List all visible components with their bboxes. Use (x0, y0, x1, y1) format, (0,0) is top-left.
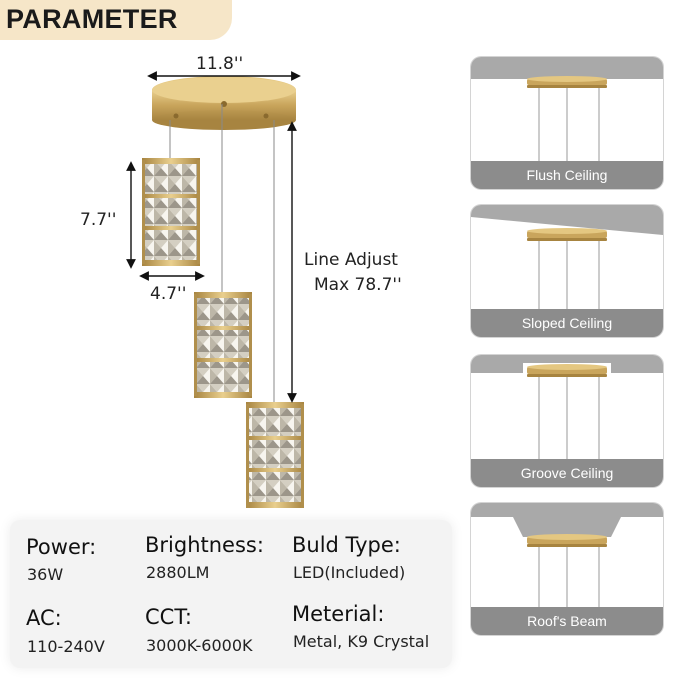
canopy-diameter-label: 11.8'' (196, 54, 244, 74)
ac-label: AC: (26, 606, 62, 630)
power-value: 36W (27, 565, 64, 584)
ceiling-panel-sloped: Sloped Ceiling (471, 205, 663, 337)
roof-beam-caption: Roof's Beam (471, 607, 663, 635)
groove-ceiling-caption: Groove Ceiling (471, 459, 663, 487)
ceiling-panel-flush: Flush Ceiling (471, 57, 663, 189)
brightness-value: 2880LM (146, 563, 210, 582)
power-label: Power: (26, 535, 97, 559)
parameter-banner: PARAMETER (0, 0, 232, 40)
bulb-type-value: LED(Included) (293, 563, 406, 582)
bulb-type-label: Buld Type: (292, 533, 401, 557)
ceiling-panel-groove: Groove Ceiling (471, 355, 663, 487)
roof-beam-icon (471, 503, 663, 607)
pendant-shade-1 (142, 158, 200, 266)
chandelier-illustration (126, 71, 304, 508)
cct-label: CCT: (145, 605, 192, 629)
sloped-ceiling-caption: Sloped Ceiling (471, 309, 663, 337)
flush-ceiling-caption: Flush Ceiling (471, 161, 663, 189)
shade-height-label: 7.7'' (80, 210, 117, 230)
line-adjust-label: Line Adjust (304, 250, 398, 270)
pendant-shade-2 (194, 292, 252, 398)
canopy (152, 76, 296, 130)
material-value: Metal, K9 Crystal (293, 632, 430, 651)
brightness-label: Brightness: (145, 533, 264, 557)
cct-value: 3000K-6000K (146, 636, 253, 655)
banner-title: PARAMETER (6, 4, 178, 34)
shade-width-label: 4.7'' (150, 284, 187, 304)
line-adjust-max-label: Max 78.7'' (314, 275, 402, 295)
groove-ceiling-icon (471, 355, 663, 459)
pendant-shade-3 (246, 402, 304, 508)
ceiling-panel-beam: Roof's Beam (471, 503, 663, 635)
flush-ceiling-icon (471, 57, 663, 161)
ac-value: 110-240V (27, 637, 105, 656)
material-label: Meterial: (292, 602, 385, 626)
sloped-ceiling-icon (471, 205, 663, 309)
specifications-panel (10, 520, 452, 668)
